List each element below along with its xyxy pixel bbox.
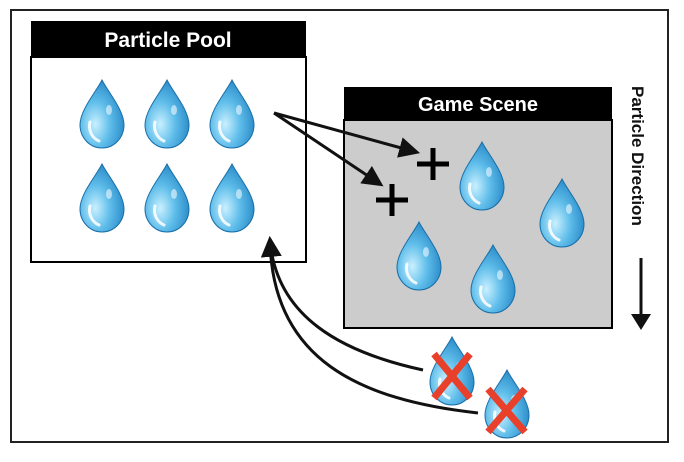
particle-pool-title: Particle Pool xyxy=(104,29,231,52)
direction-arrow xyxy=(631,258,651,330)
return-arrow xyxy=(260,235,424,372)
game-scene-title: Game Scene xyxy=(418,94,538,116)
plus-icon xyxy=(417,148,449,180)
spawn-arrows xyxy=(273,111,421,187)
destroyed-particle xyxy=(483,368,531,440)
particle-direction-label: Particle Direction xyxy=(628,86,647,226)
plus-icon xyxy=(376,184,408,216)
return-arrow xyxy=(268,239,479,415)
spawn-arrow xyxy=(273,111,384,187)
particle-pool-title-bar xyxy=(31,21,306,57)
red-x-icon xyxy=(485,386,528,435)
particle-pool-box: Particle Pool xyxy=(30,21,307,263)
red-x-icon xyxy=(431,351,473,401)
game-scene-title-bar xyxy=(344,87,612,121)
destroyed-particle xyxy=(428,335,476,407)
spawn-arrow xyxy=(273,111,421,158)
game-scene-box: Game Scene xyxy=(343,87,613,329)
return-arrows xyxy=(260,235,479,415)
